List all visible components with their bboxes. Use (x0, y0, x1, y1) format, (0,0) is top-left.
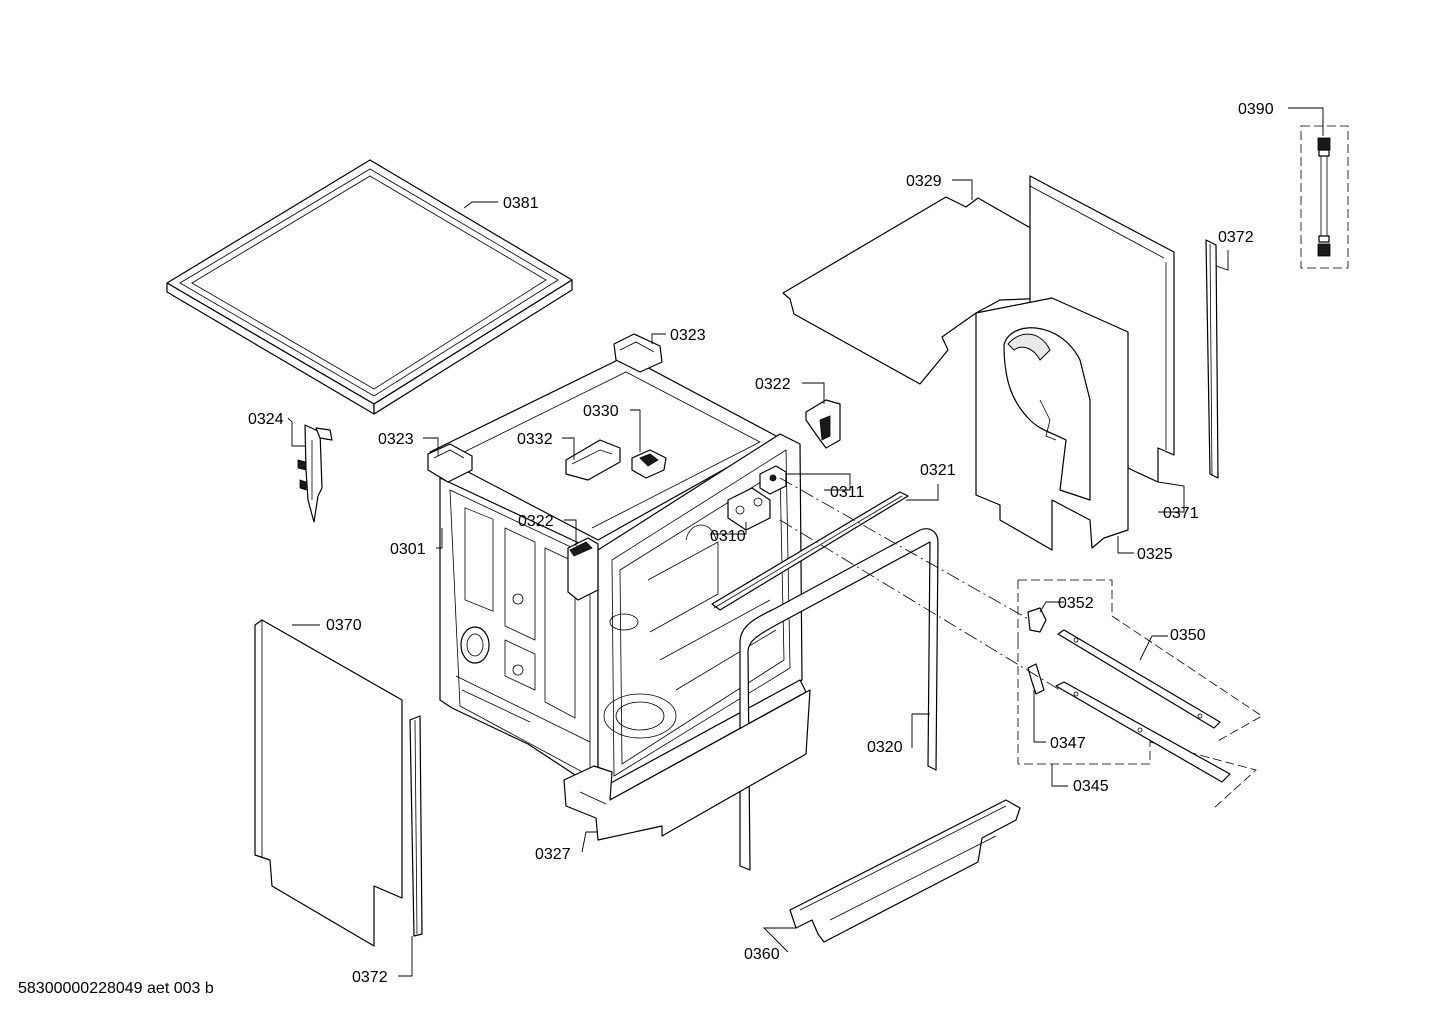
callout-0372-bottom: 0372 (352, 969, 388, 986)
part-0390-hose-kit[interactable] (1300, 125, 1349, 269)
callout-0310: 0310 (710, 528, 746, 545)
part-0321-door-seal-top[interactable] (711, 491, 909, 611)
callout-labels: 0390 0381 0329 0372 0323 0322 0324 0330 … (248, 101, 1274, 986)
part-0329-insulation-mat[interactable] (782, 196, 1105, 385)
callout-0322-top: 0322 (755, 376, 791, 393)
callout-0360: 0360 (744, 946, 780, 963)
alignment-line-lower (779, 519, 1061, 691)
callout-0327: 0327 (535, 846, 571, 863)
callout-0370: 0370 (326, 617, 362, 634)
part-0324-bracket[interactable] (297, 424, 333, 523)
part-0381-top-cover[interactable] (166, 159, 573, 415)
callout-0323-top: 0323 (670, 327, 706, 344)
part-0322-bracket-mid[interactable] (567, 537, 599, 601)
part-0311-hinge-arm[interactable] (759, 465, 787, 495)
callout-0390: 0390 (1238, 101, 1274, 118)
part-0350-rail-assembly[interactable] (1017, 579, 1263, 743)
callout-0330: 0330 (583, 403, 619, 420)
part-0360-plinth[interactable] (789, 799, 1021, 943)
part-0320-door-seal[interactable] (739, 528, 939, 871)
callout-0350: 0350 (1170, 627, 1206, 644)
part-0345-rail-assembly[interactable] (1017, 640, 1257, 809)
callout-0325: 0325 (1137, 546, 1173, 563)
callout-0324: 0324 (248, 411, 284, 428)
leader-lines (287, 107, 1324, 977)
callout-0311: 0311 (830, 484, 865, 501)
part-0370-side-panel[interactable] (254, 619, 403, 947)
part-0372-trim-strip-bottom[interactable] (409, 715, 423, 937)
part-0310-hinge-spring[interactable] (727, 487, 771, 531)
part-0322-bracket-top[interactable] (805, 399, 841, 449)
part-0323-hinge-bracket-left[interactable] (427, 443, 473, 483)
part-0372-trim-strip-top[interactable] (1205, 239, 1219, 479)
callout-0347: 0347 (1050, 735, 1086, 752)
part-0330-hinge-plate[interactable] (631, 449, 667, 479)
callout-0329: 0329 (906, 173, 942, 190)
part-0352-clip[interactable] (1027, 607, 1047, 633)
callout-0320: 0320 (867, 739, 903, 756)
document-id-footer: 58300000228049 aet 003 b (18, 980, 214, 997)
part-0327-kick-plate[interactable] (563, 689, 811, 841)
callout-0381: 0381 (503, 195, 539, 212)
part-0347-clip[interactable] (1027, 663, 1045, 695)
callout-0345: 0345 (1073, 778, 1109, 795)
callout-0322-mid: 0322 (518, 513, 554, 530)
callout-0372-top: 0372 (1218, 229, 1254, 246)
callout-0301: 0301 (390, 541, 426, 558)
callout-0371: 0371 (1163, 505, 1199, 522)
callout-0332: 0332 (517, 431, 553, 448)
part-0332-hinge-cover[interactable] (565, 439, 621, 481)
callout-0323-left: 0323 (378, 431, 414, 448)
callout-0321: 0321 (920, 462, 956, 479)
part-0323-hinge-bracket-top[interactable] (613, 333, 663, 373)
part-0325-back-insulation[interactable] (975, 297, 1129, 551)
callout-0352: 0352 (1058, 595, 1094, 612)
